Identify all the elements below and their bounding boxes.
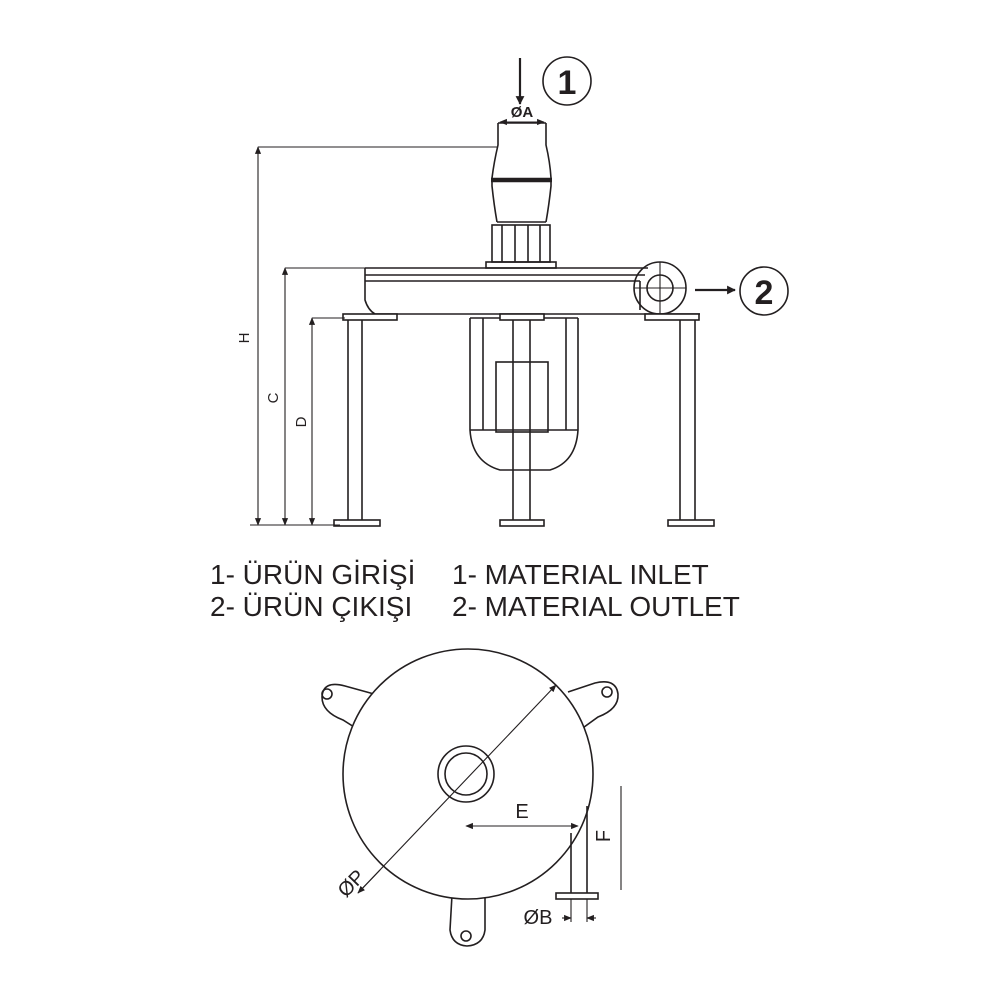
outlet-callout: 2 <box>695 266 789 316</box>
top-flange <box>485 224 557 269</box>
inlet-callout-label: 1 <box>558 64 577 102</box>
foot-detail <box>555 786 622 900</box>
legend-tr-outlet: 2- ÜRÜN ÇIKIŞI <box>210 591 413 622</box>
dim-label-h: H <box>236 333 253 344</box>
top-view: ØP E F ØB <box>321 648 622 947</box>
legend-en-outlet: 2- MATERIAL OUTLET <box>452 591 740 622</box>
inlet-ring-inner <box>444 752 488 796</box>
legend-tr-inlet: 1- ÜRÜN GİRİŞİ <box>210 559 416 590</box>
mounting-tab-left <box>321 683 375 733</box>
outlet-callout-label: 2 <box>755 274 774 312</box>
inlet-callout: 1 <box>515 56 592 106</box>
dim-radius-e: E <box>465 801 579 830</box>
dim-label-d: D <box>293 416 310 427</box>
dim-label-e: E <box>515 801 528 823</box>
mounting-tab-bottom <box>449 894 486 947</box>
dim-total-height: H <box>236 146 498 526</box>
mounting-tab-right <box>567 681 619 731</box>
dim-label-f: F <box>593 830 615 842</box>
dim-label-b: ØB <box>524 907 553 929</box>
dim-label-p: ØP <box>334 866 370 902</box>
support-legs <box>333 313 715 527</box>
motor-body <box>469 317 579 471</box>
dim-label-a: ØA <box>511 104 534 121</box>
side-view: 1 ØA <box>236 56 789 527</box>
inlet-duct <box>491 122 552 223</box>
outlet-fan <box>633 261 687 315</box>
body-circle <box>342 648 594 900</box>
dim-leg-height: D <box>293 317 345 526</box>
legend-en-inlet: 1- MATERIAL INLET <box>452 559 709 590</box>
dim-foot-diameter: ØB <box>524 899 596 929</box>
dim-inlet-diameter: ØA <box>499 104 545 126</box>
inlet-ring-outer <box>437 745 495 803</box>
dim-body-height: C <box>265 267 365 526</box>
dim-label-c: C <box>265 392 282 403</box>
main-housing <box>364 267 700 315</box>
